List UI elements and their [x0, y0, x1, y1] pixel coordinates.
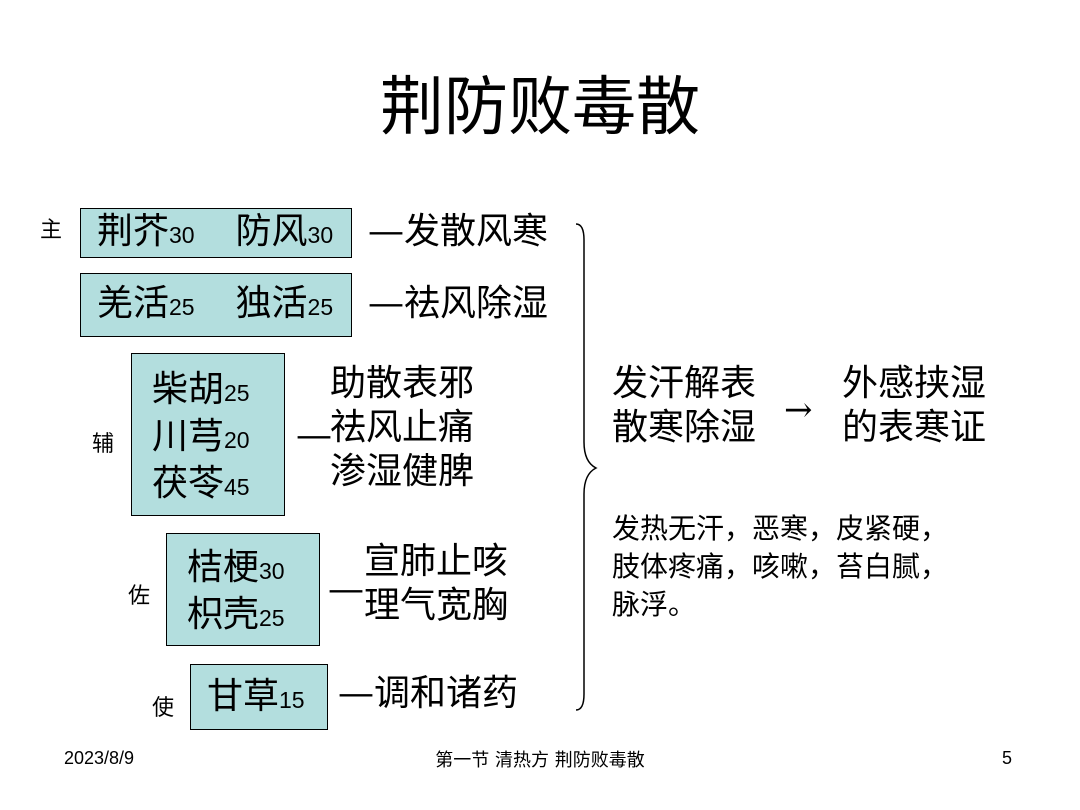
dash: — — [368, 211, 404, 252]
herb-dose: 30 — [169, 222, 195, 248]
function-text: 宣肺止咳 理气宽胸 — [364, 541, 509, 626]
herb-name: 防风 — [235, 211, 308, 252]
herb-box-jun: 荆芥30 防风30 — [80, 208, 352, 258]
herb-box-jun-2: 羌活25 独活25 — [80, 273, 352, 337]
herb-dose: 30 — [307, 222, 334, 248]
dash: — — [296, 415, 332, 456]
herb-dose: 45 — [224, 474, 250, 500]
role-label-fu: 辅 — [92, 432, 115, 457]
function-text: —祛风除湿 — [368, 283, 549, 324]
function-text: —调和诸药 — [338, 673, 519, 714]
function-text: 助散表邪 祛风止痛 渗湿健脾 — [330, 363, 475, 492]
effect-text: 发汗解表 散寒除湿 — [612, 363, 757, 448]
role-label-jun: 主 — [40, 218, 63, 243]
herb-name: 荆芥 — [97, 211, 170, 252]
symptoms-text: 发热无汗，恶寒，皮紧硬， 肢体疼痛，咳嗽，苔白腻， 脉浮。 — [612, 512, 949, 621]
slide-title: 荆防败毒散 — [380, 71, 700, 145]
herb-name: 茯苓 — [152, 463, 225, 504]
dash: — — [338, 673, 374, 714]
dash: — — [328, 569, 364, 610]
herb-name: 柴胡 — [152, 369, 225, 410]
footer-title: 第一节 清热方 荆防败毒散 — [435, 750, 645, 771]
page-number: 5 — [1002, 748, 1013, 768]
herb-dose: 25 — [224, 380, 250, 406]
herb-box-fu: 柴胡25 川芎20 茯苓45 — [131, 353, 285, 516]
herb-box-zuo: 桔梗30 枳壳25 — [166, 533, 320, 646]
herb-name: 羌活 — [97, 283, 170, 324]
herb-dose: 15 — [279, 687, 305, 713]
indication-text: 外感挟湿 的表寒证 — [842, 363, 987, 448]
herb-name: 独活 — [235, 283, 308, 324]
herb-name: 桔梗 — [187, 547, 260, 588]
dash: — — [368, 283, 404, 324]
herb-dose: 20 — [224, 427, 250, 453]
role-label-zuo: 佐 — [128, 584, 151, 609]
role-label-shi: 使 — [152, 696, 175, 721]
footer-date: 2023/8/9 — [64, 748, 135, 768]
herb-name: 枳壳 — [187, 594, 260, 635]
herb-name: 川芎 — [152, 416, 225, 457]
herb-dose: 25 — [259, 605, 285, 631]
herb-dose: 25 — [307, 294, 334, 320]
function-text: —发散风寒 — [368, 211, 549, 252]
arrow-icon: → — [784, 390, 813, 430]
right-brace — [575, 223, 598, 711]
herb-box-shi: 甘草15 — [190, 664, 328, 730]
herb-name: 甘草 — [207, 676, 280, 717]
herb-dose: 30 — [259, 558, 285, 584]
herb-dose: 25 — [169, 294, 195, 320]
